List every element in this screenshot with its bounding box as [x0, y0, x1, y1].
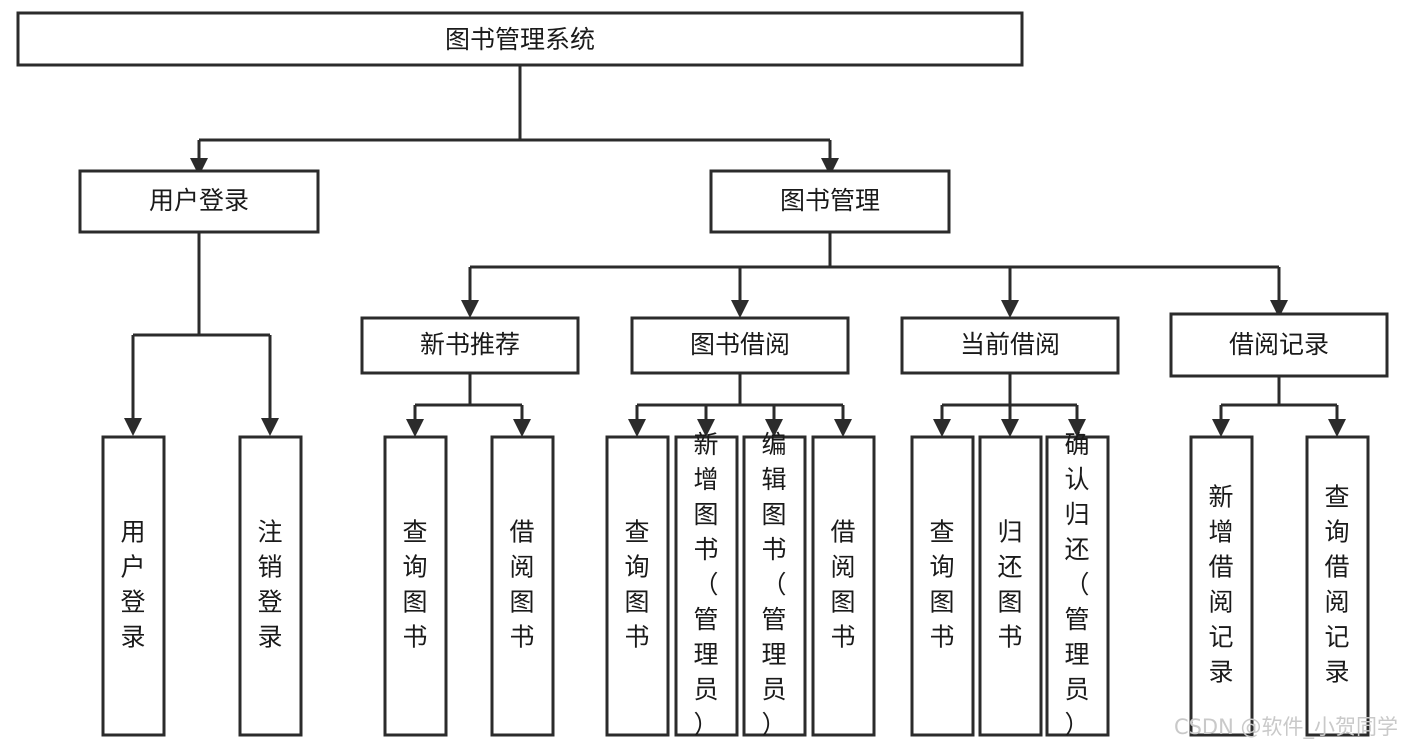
node-user-login[interactable]: 用户登录: [78, 169, 320, 234]
arrowhead-leaf-query-book-1: [406, 419, 424, 437]
node-leaf-return-book-box[interactable]: [978, 435, 1043, 737]
node-leaf-borrow-book-2-box[interactable]: [811, 435, 876, 737]
node-leaf-user-login[interactable]: 用户登录: [101, 435, 166, 737]
node-leaf-query-book-3-label: 查询图书: [929, 518, 954, 652]
node-book-borrow-label: 图书借阅: [690, 330, 790, 359]
node-leaf-return-book[interactable]: 归还图书: [978, 435, 1043, 737]
node-leaf-borrow-book-1-box[interactable]: [490, 435, 555, 737]
node-borrow-record-box[interactable]: [1169, 312, 1389, 378]
arrowhead-leaf-add-book: [697, 419, 715, 437]
node-leaf-confirm-return-box[interactable]: [1045, 435, 1110, 737]
arrowhead-borrow-record: [1270, 300, 1288, 318]
arrowhead-new-book-recommend: [461, 300, 479, 318]
node-new-book-recommend-label: 新书推荐: [420, 330, 520, 359]
arrowhead-current-borrow: [1001, 300, 1019, 318]
node-leaf-add-book[interactable]: 新增图书（管理员）: [674, 430, 739, 739]
node-root-box[interactable]: [16, 11, 1024, 67]
arrowhead-leaf-borrow-book-2: [834, 419, 852, 437]
node-leaf-query-book-2-label: 查询图书: [624, 518, 649, 652]
node-leaf-query-book-1[interactable]: 查询图书: [383, 435, 448, 737]
node-current-borrow-box[interactable]: [900, 316, 1120, 375]
arrowhead-leaf-query-book-3: [933, 419, 951, 437]
node-root[interactable]: 图书管理系统: [16, 11, 1024, 67]
node-leaf-query-book-2-box[interactable]: [605, 435, 670, 737]
node-leaf-query-book-1-label: 查询图书: [402, 518, 427, 652]
node-book-manage[interactable]: 图书管理: [709, 169, 951, 234]
node-leaf-add-record-label: 新增借阅记录: [1208, 483, 1233, 687]
node-leaf-edit-book[interactable]: 编辑图书（管理员）: [742, 430, 807, 739]
arrowhead-user-login: [190, 158, 208, 176]
node-leaf-query-record[interactable]: 查询借阅记录: [1305, 435, 1370, 737]
arrowhead-leaf-return-book: [1001, 419, 1019, 437]
node-book-borrow-box[interactable]: [630, 316, 850, 375]
node-borrow-record-label: 借阅记录: [1229, 330, 1329, 359]
node-book-borrow[interactable]: 图书借阅: [630, 316, 850, 375]
arrowhead-leaf-user-logout: [261, 418, 279, 436]
arrowhead-leaf-query-record: [1328, 419, 1346, 437]
node-new-book-recommend[interactable]: 新书推荐: [360, 316, 580, 375]
node-new-book-recommend-box[interactable]: [360, 316, 580, 375]
node-borrow-record[interactable]: 借阅记录: [1169, 312, 1389, 378]
node-leaf-return-book-label: 归还图书: [997, 518, 1022, 652]
node-leaf-query-book-3-box[interactable]: [910, 435, 975, 737]
node-leaf-query-record-label: 查询借阅记录: [1324, 483, 1349, 687]
node-user-login-label: 用户登录: [149, 186, 249, 215]
node-book-manage-box[interactable]: [709, 169, 951, 234]
connector-layer: [124, 65, 1346, 437]
arrowhead-leaf-query-book-2: [628, 419, 646, 437]
node-leaf-add-record[interactable]: 新增借阅记录: [1189, 435, 1254, 737]
csdn-watermark: CSDN @软件_小贺同学: [1174, 715, 1398, 740]
node-leaf-add-record-box[interactable]: [1189, 435, 1254, 737]
arrowhead-leaf-borrow-book-1: [513, 419, 531, 437]
node-leaf-user-logout-label: 注销登录: [257, 518, 282, 652]
node-leaf-user-logout-box[interactable]: [238, 435, 303, 737]
node-user-login-box[interactable]: [78, 169, 320, 234]
node-leaf-confirm-return[interactable]: 确认归还（管理员）: [1045, 430, 1110, 739]
node-leaf-query-book-1-box[interactable]: [383, 435, 448, 737]
node-leaf-add-book-box[interactable]: [674, 435, 739, 737]
node-leaf-borrow-book-1[interactable]: 借阅图书: [490, 435, 555, 737]
node-current-borrow-label: 当前借阅: [960, 330, 1060, 359]
node-leaf-query-book-3[interactable]: 查询图书: [910, 435, 975, 737]
arrowhead-leaf-user-login: [124, 418, 142, 436]
node-root-label: 图书管理系统: [445, 25, 595, 54]
node-leaf-borrow-book-2-label: 借阅图书: [830, 518, 855, 652]
node-book-manage-label: 图书管理: [780, 186, 880, 215]
node-leaf-query-record-box[interactable]: [1305, 435, 1370, 737]
arrowhead-leaf-confirm-return: [1068, 419, 1086, 437]
node-leaf-add-book-label: 新增图书（管理员）: [693, 430, 718, 739]
arrowhead-book-manage: [821, 158, 839, 176]
node-leaf-confirm-return-label: 确认归还（管理员）: [1064, 430, 1089, 739]
node-leaf-user-logout[interactable]: 注销登录: [238, 435, 303, 737]
node-leaf-borrow-book-2[interactable]: 借阅图书: [811, 435, 876, 737]
node-leaf-query-book-2[interactable]: 查询图书: [605, 435, 670, 737]
node-leaf-edit-book-box[interactable]: [742, 435, 807, 737]
arrowhead-leaf-edit-book: [765, 419, 783, 437]
node-current-borrow[interactable]: 当前借阅: [900, 316, 1120, 375]
node-leaf-borrow-book-1-label: 借阅图书: [509, 518, 534, 652]
node-leaf-user-login-label: 用户登录: [120, 518, 145, 652]
arrowhead-book-borrow: [731, 300, 749, 318]
arrowhead-leaf-add-record: [1212, 419, 1230, 437]
node-leaf-edit-book-label: 编辑图书（管理员）: [761, 430, 786, 739]
node-leaf-user-login-box[interactable]: [101, 435, 166, 737]
